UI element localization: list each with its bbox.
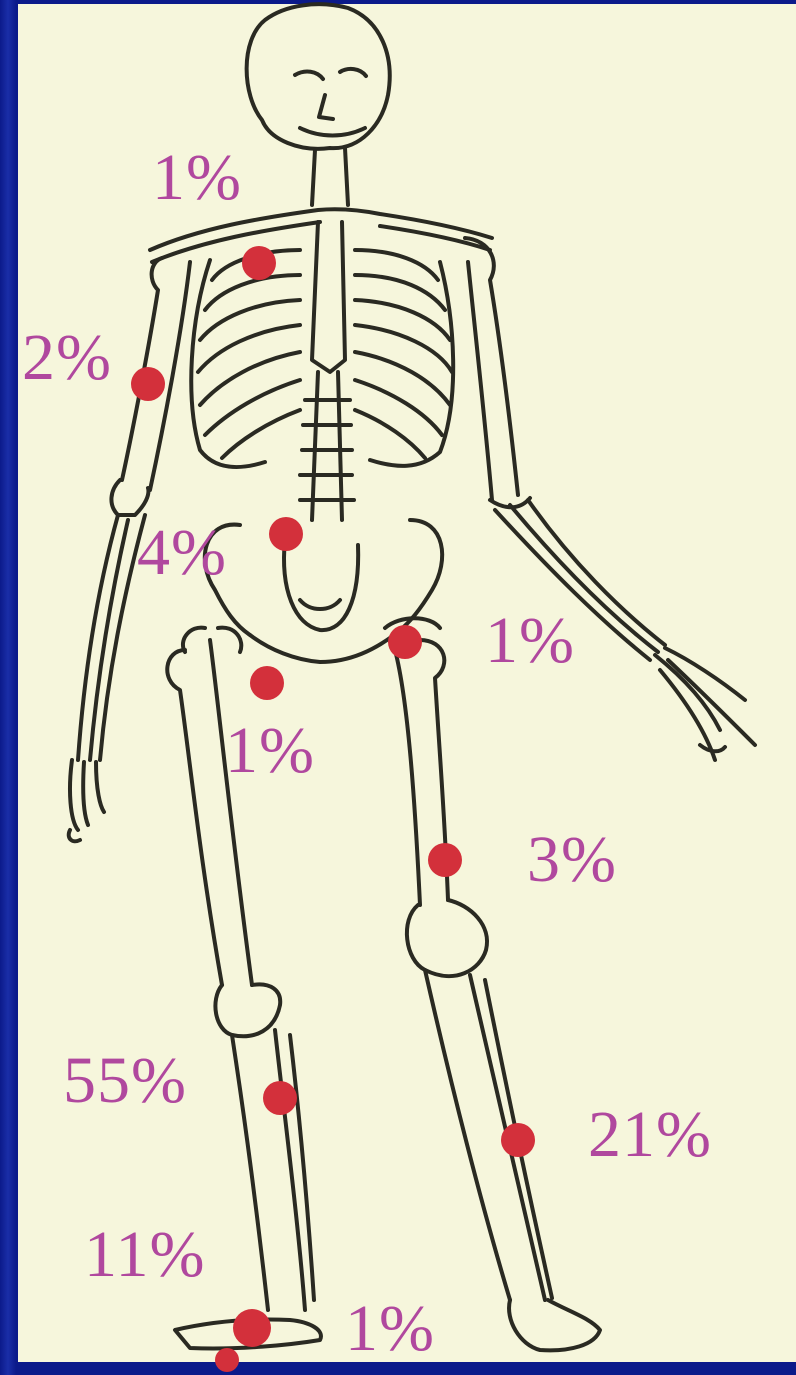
marker-ankle <box>233 1309 271 1347</box>
marker-chest <box>242 246 276 280</box>
marker-pelvis <box>250 666 284 700</box>
label-upper-arm: 2% <box>22 325 112 391</box>
marker-thigh <box>428 843 462 877</box>
label-lower-leg-left: 55% <box>63 1048 187 1114</box>
label-ankle: 11% <box>84 1222 206 1288</box>
marker-lower-leg-right <box>501 1123 535 1157</box>
label-foot: 1% <box>345 1296 435 1362</box>
marker-spine <box>269 517 303 551</box>
marker-lower-leg-left <box>263 1081 297 1115</box>
marker-hip-right <box>388 625 422 659</box>
label-lower-leg-right: 21% <box>588 1102 712 1168</box>
label-pelvis: 1% <box>225 718 315 784</box>
marker-foot <box>215 1348 239 1372</box>
label-thigh: 3% <box>527 827 617 893</box>
label-spine: 4% <box>137 520 227 586</box>
marker-upper-arm <box>131 367 165 401</box>
label-chest: 1% <box>152 145 242 211</box>
label-hip-right: 1% <box>485 608 575 674</box>
